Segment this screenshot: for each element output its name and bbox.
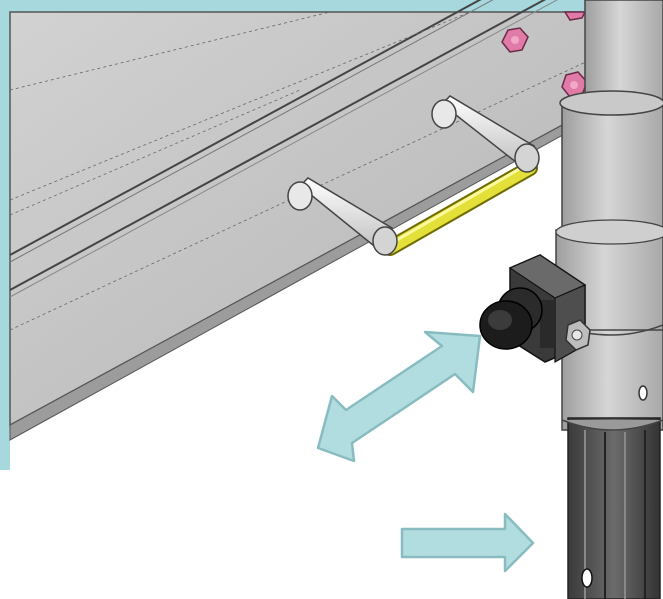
double-headed-arrow <box>316 330 482 463</box>
right-arrow <box>400 512 535 573</box>
inner-tube <box>561 417 663 599</box>
panel <box>9 0 594 441</box>
knurled-knob <box>479 287 543 350</box>
hex-nut <box>565 319 591 351</box>
handle <box>287 95 540 256</box>
hex-bolt-corner <box>563 11 587 21</box>
window-left-border <box>0 0 10 470</box>
hex-bolt-top <box>501 27 529 53</box>
window-top-border <box>0 0 663 12</box>
handle-grip-upper <box>431 95 540 173</box>
handle-grip-lower <box>287 177 398 256</box>
